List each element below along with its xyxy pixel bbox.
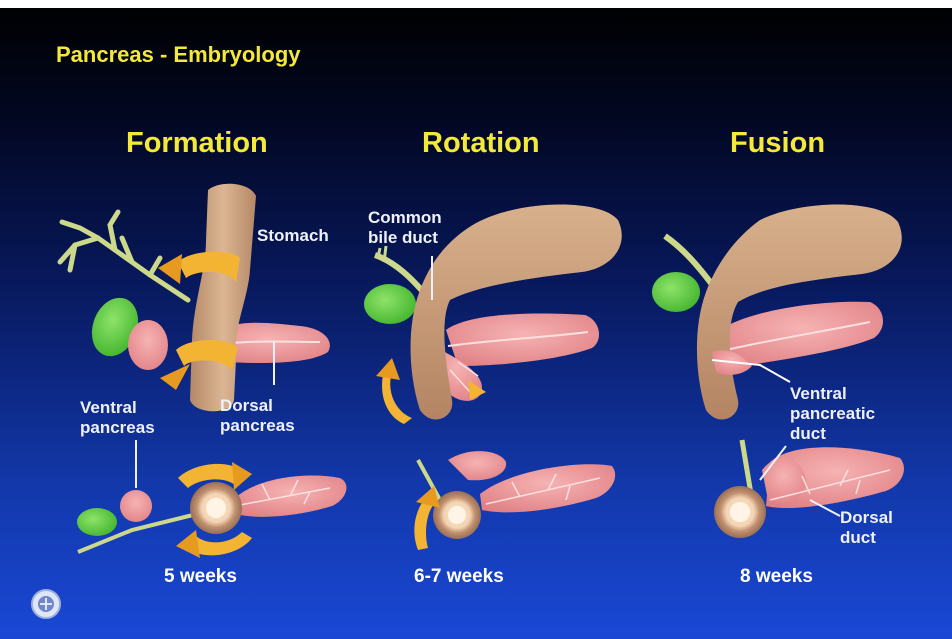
label-ventral-pancreatic-duct: Ventral pancreatic duct xyxy=(790,384,875,444)
gallbladder xyxy=(364,284,416,324)
stomach xyxy=(411,204,622,419)
formation-bottom-figure xyxy=(77,462,346,558)
society-logo-icon xyxy=(30,588,62,620)
biliary-tree xyxy=(60,212,188,300)
label-stomach: Stomach xyxy=(257,226,329,246)
weeks-formation: 5 weeks xyxy=(164,566,237,588)
label-dorsal-duct: Dorsal duct xyxy=(840,508,893,548)
label-dorsal-pancreas: Dorsal pancreas xyxy=(220,396,295,436)
ventral-pancreas-bud xyxy=(128,320,168,370)
label-common-bile-duct: Common bile duct xyxy=(368,208,442,248)
stomach-tube xyxy=(190,184,256,412)
weeks-fusion: 8 weeks xyxy=(740,566,813,588)
formation-top-figure xyxy=(60,184,330,412)
gallbladder xyxy=(652,272,700,312)
label-ventral-pancreas: Ventral pancreas xyxy=(80,398,155,438)
ventral-pancreas-bud xyxy=(120,490,152,522)
rotation-bottom-figure xyxy=(414,451,615,550)
rotation-arrow-icon xyxy=(190,532,252,555)
weeks-rotation: 6-7 weeks xyxy=(414,566,504,588)
gallbladder xyxy=(77,508,117,536)
ventral-pancreas-bud xyxy=(448,451,506,480)
dorsal-pancreas xyxy=(446,314,599,366)
